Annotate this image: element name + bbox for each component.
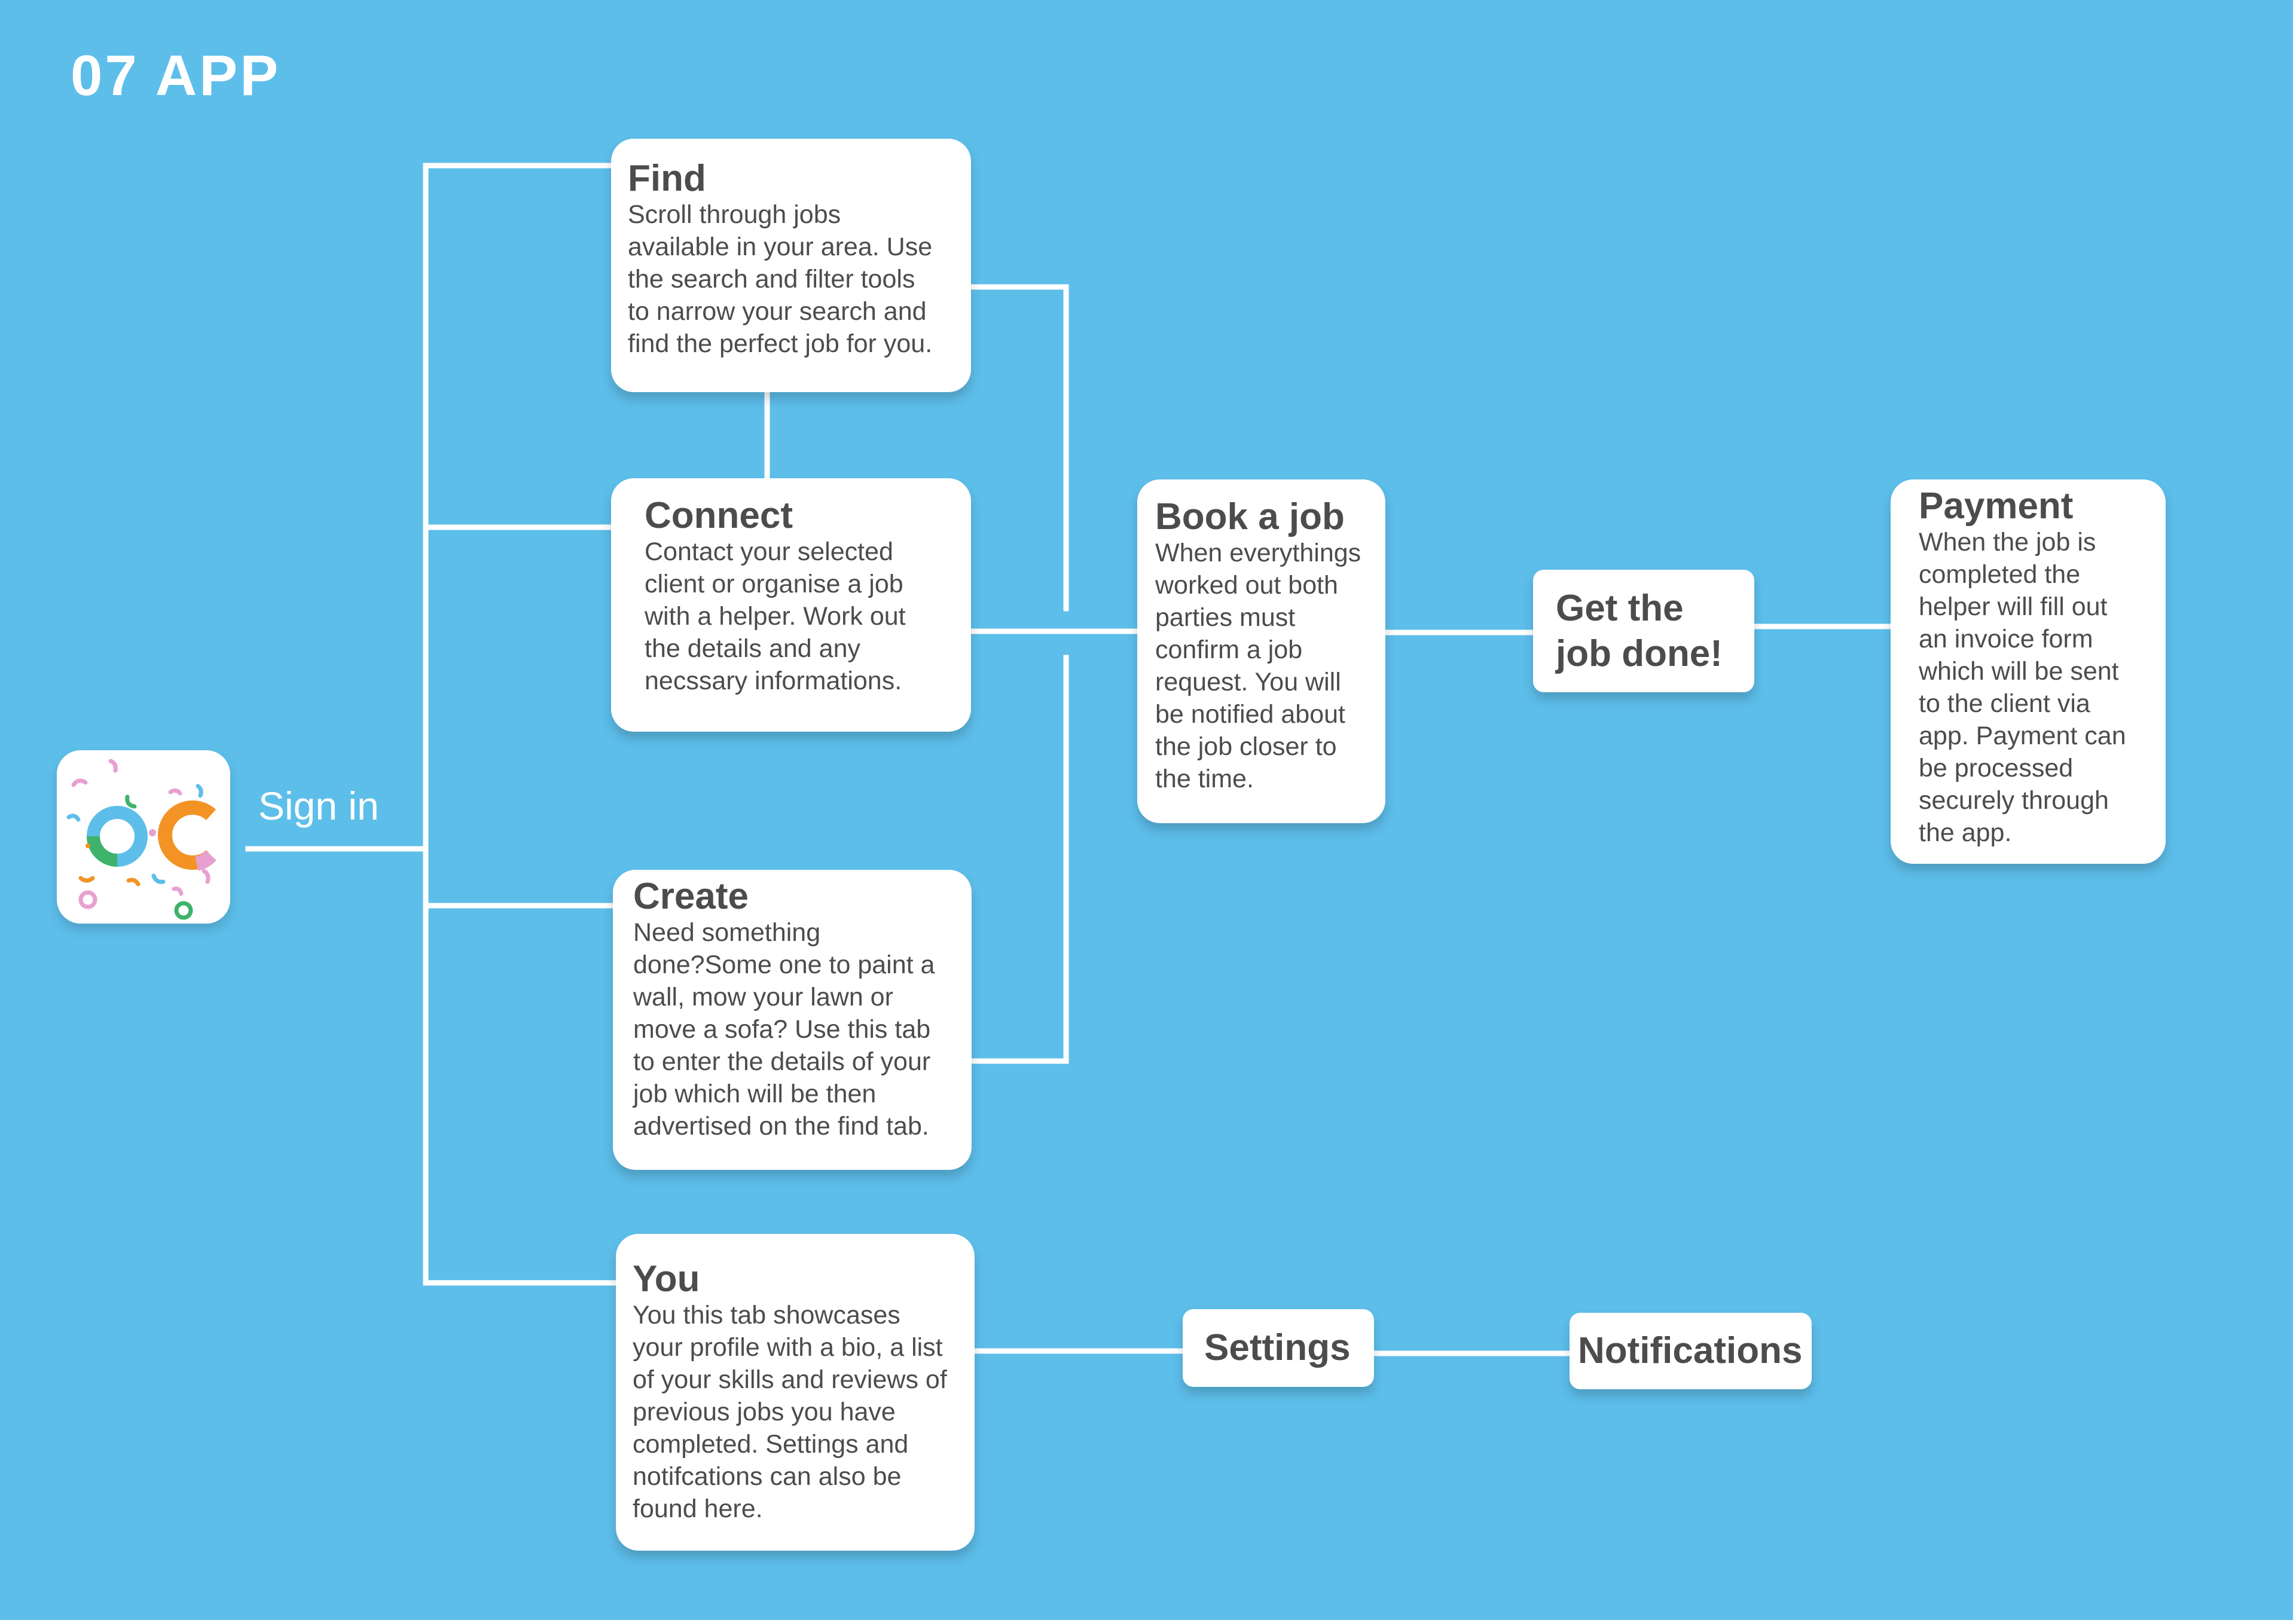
book-a-job-title: Book a job xyxy=(1155,496,1345,537)
create-line: done?Some one to paint a xyxy=(633,950,935,979)
book-a-job-line: parties must xyxy=(1155,603,1296,632)
connect-title: Connect xyxy=(645,495,793,536)
find-line: find the perfect job for you. xyxy=(628,329,933,358)
book-a-job-line: confirm a job xyxy=(1155,635,1303,664)
connect-line: the details and any xyxy=(645,634,860,663)
you-title: You xyxy=(633,1258,700,1300)
find-line: Scroll through jobs xyxy=(628,200,841,229)
create-line: move a sofa? Use this tab xyxy=(633,1015,931,1044)
connect-line: Contact your selected xyxy=(645,537,893,566)
you-line: found here. xyxy=(633,1494,763,1523)
find-line: the search and filter tools xyxy=(628,265,915,294)
book-a-job-node[interactable]: Book a job When everythings worked out b… xyxy=(1137,479,1385,823)
payment-line: an invoice form xyxy=(1919,625,2093,653)
app-title: 07 APP xyxy=(71,44,281,108)
sign-in-label[interactable]: Sign in xyxy=(258,784,379,828)
get-the-job-done-node[interactable]: Get the job done! xyxy=(1533,570,1754,692)
create-line: job which will be then xyxy=(633,1080,877,1108)
payment-node[interactable]: Payment When the job is completed the he… xyxy=(1891,479,2166,864)
create-node[interactable]: Create Need something done?Some one to p… xyxy=(613,870,972,1170)
payment-line: which will be sent xyxy=(1919,657,2119,686)
payment-line: securely through xyxy=(1919,786,2109,815)
you-node[interactable]: You You this tab showcases your profile … xyxy=(616,1234,975,1551)
book-a-job-line: the job closer to xyxy=(1155,732,1337,761)
book-a-job-line: worked out both xyxy=(1155,571,1338,600)
payment-line: completed the xyxy=(1919,560,2081,589)
connect-line: necssary informations. xyxy=(645,667,902,695)
you-line: notifcations can also be xyxy=(633,1462,902,1491)
notifications-title: Notifications xyxy=(1578,1330,1803,1371)
connector-find-right xyxy=(968,284,1069,612)
oc-logo[interactable] xyxy=(57,750,230,924)
settings-title: Settings xyxy=(1204,1327,1351,1368)
connector-create-right xyxy=(969,655,1069,1064)
create-line: wall, mow your lawn or xyxy=(633,983,893,1011)
get-the-job-done-line: job done! xyxy=(1556,632,1723,674)
you-line: completed. Settings and xyxy=(633,1430,909,1459)
get-the-job-done-title: Get the job done! xyxy=(1556,586,1723,677)
you-line: of your skills and reviews of xyxy=(633,1365,947,1394)
payment-line: to the client via xyxy=(1919,689,2090,718)
notifications-node[interactable]: Notifications xyxy=(1570,1313,1812,1389)
payment-line: helper will fill out xyxy=(1919,592,2108,621)
find-line: to narrow your search and xyxy=(628,297,927,326)
create-line: advertised on the find tab. xyxy=(633,1112,929,1141)
book-a-job-line: the time. xyxy=(1155,765,1254,793)
find-line: available in your area. Use xyxy=(628,233,933,261)
you-line: your profile with a bio, a list xyxy=(633,1333,943,1362)
payment-title: Payment xyxy=(1919,485,2074,527)
get-the-job-done-line: Get the xyxy=(1556,587,1684,629)
payment-line: When the job is xyxy=(1919,528,2096,557)
book-a-job-line: be notified about xyxy=(1155,700,1345,729)
oc-confetti-logo-icon xyxy=(66,759,216,920)
connect-line: client or organise a job xyxy=(645,570,903,598)
book-a-job-line: When everythings xyxy=(1155,539,1361,567)
you-line: previous jobs you have xyxy=(633,1398,896,1426)
create-line: to enter the details of your xyxy=(633,1047,931,1076)
you-line: You this tab showcases xyxy=(633,1301,900,1329)
settings-node[interactable]: Settings xyxy=(1183,1309,1374,1387)
find-node[interactable]: Find Scroll through jobs available in yo… xyxy=(611,139,971,392)
create-line: Need something xyxy=(633,918,821,947)
payment-line: be processed xyxy=(1919,754,2074,783)
find-title: Find xyxy=(628,158,706,199)
connect-line: with a helper. Work out xyxy=(645,602,906,631)
create-title: Create xyxy=(633,876,749,917)
payment-line: app. Payment can xyxy=(1919,722,2126,750)
connect-node[interactable]: Connect Contact your selected client or … xyxy=(611,478,971,732)
book-a-job-line: request. You will xyxy=(1155,668,1341,696)
payment-line: the app. xyxy=(1919,818,2012,847)
